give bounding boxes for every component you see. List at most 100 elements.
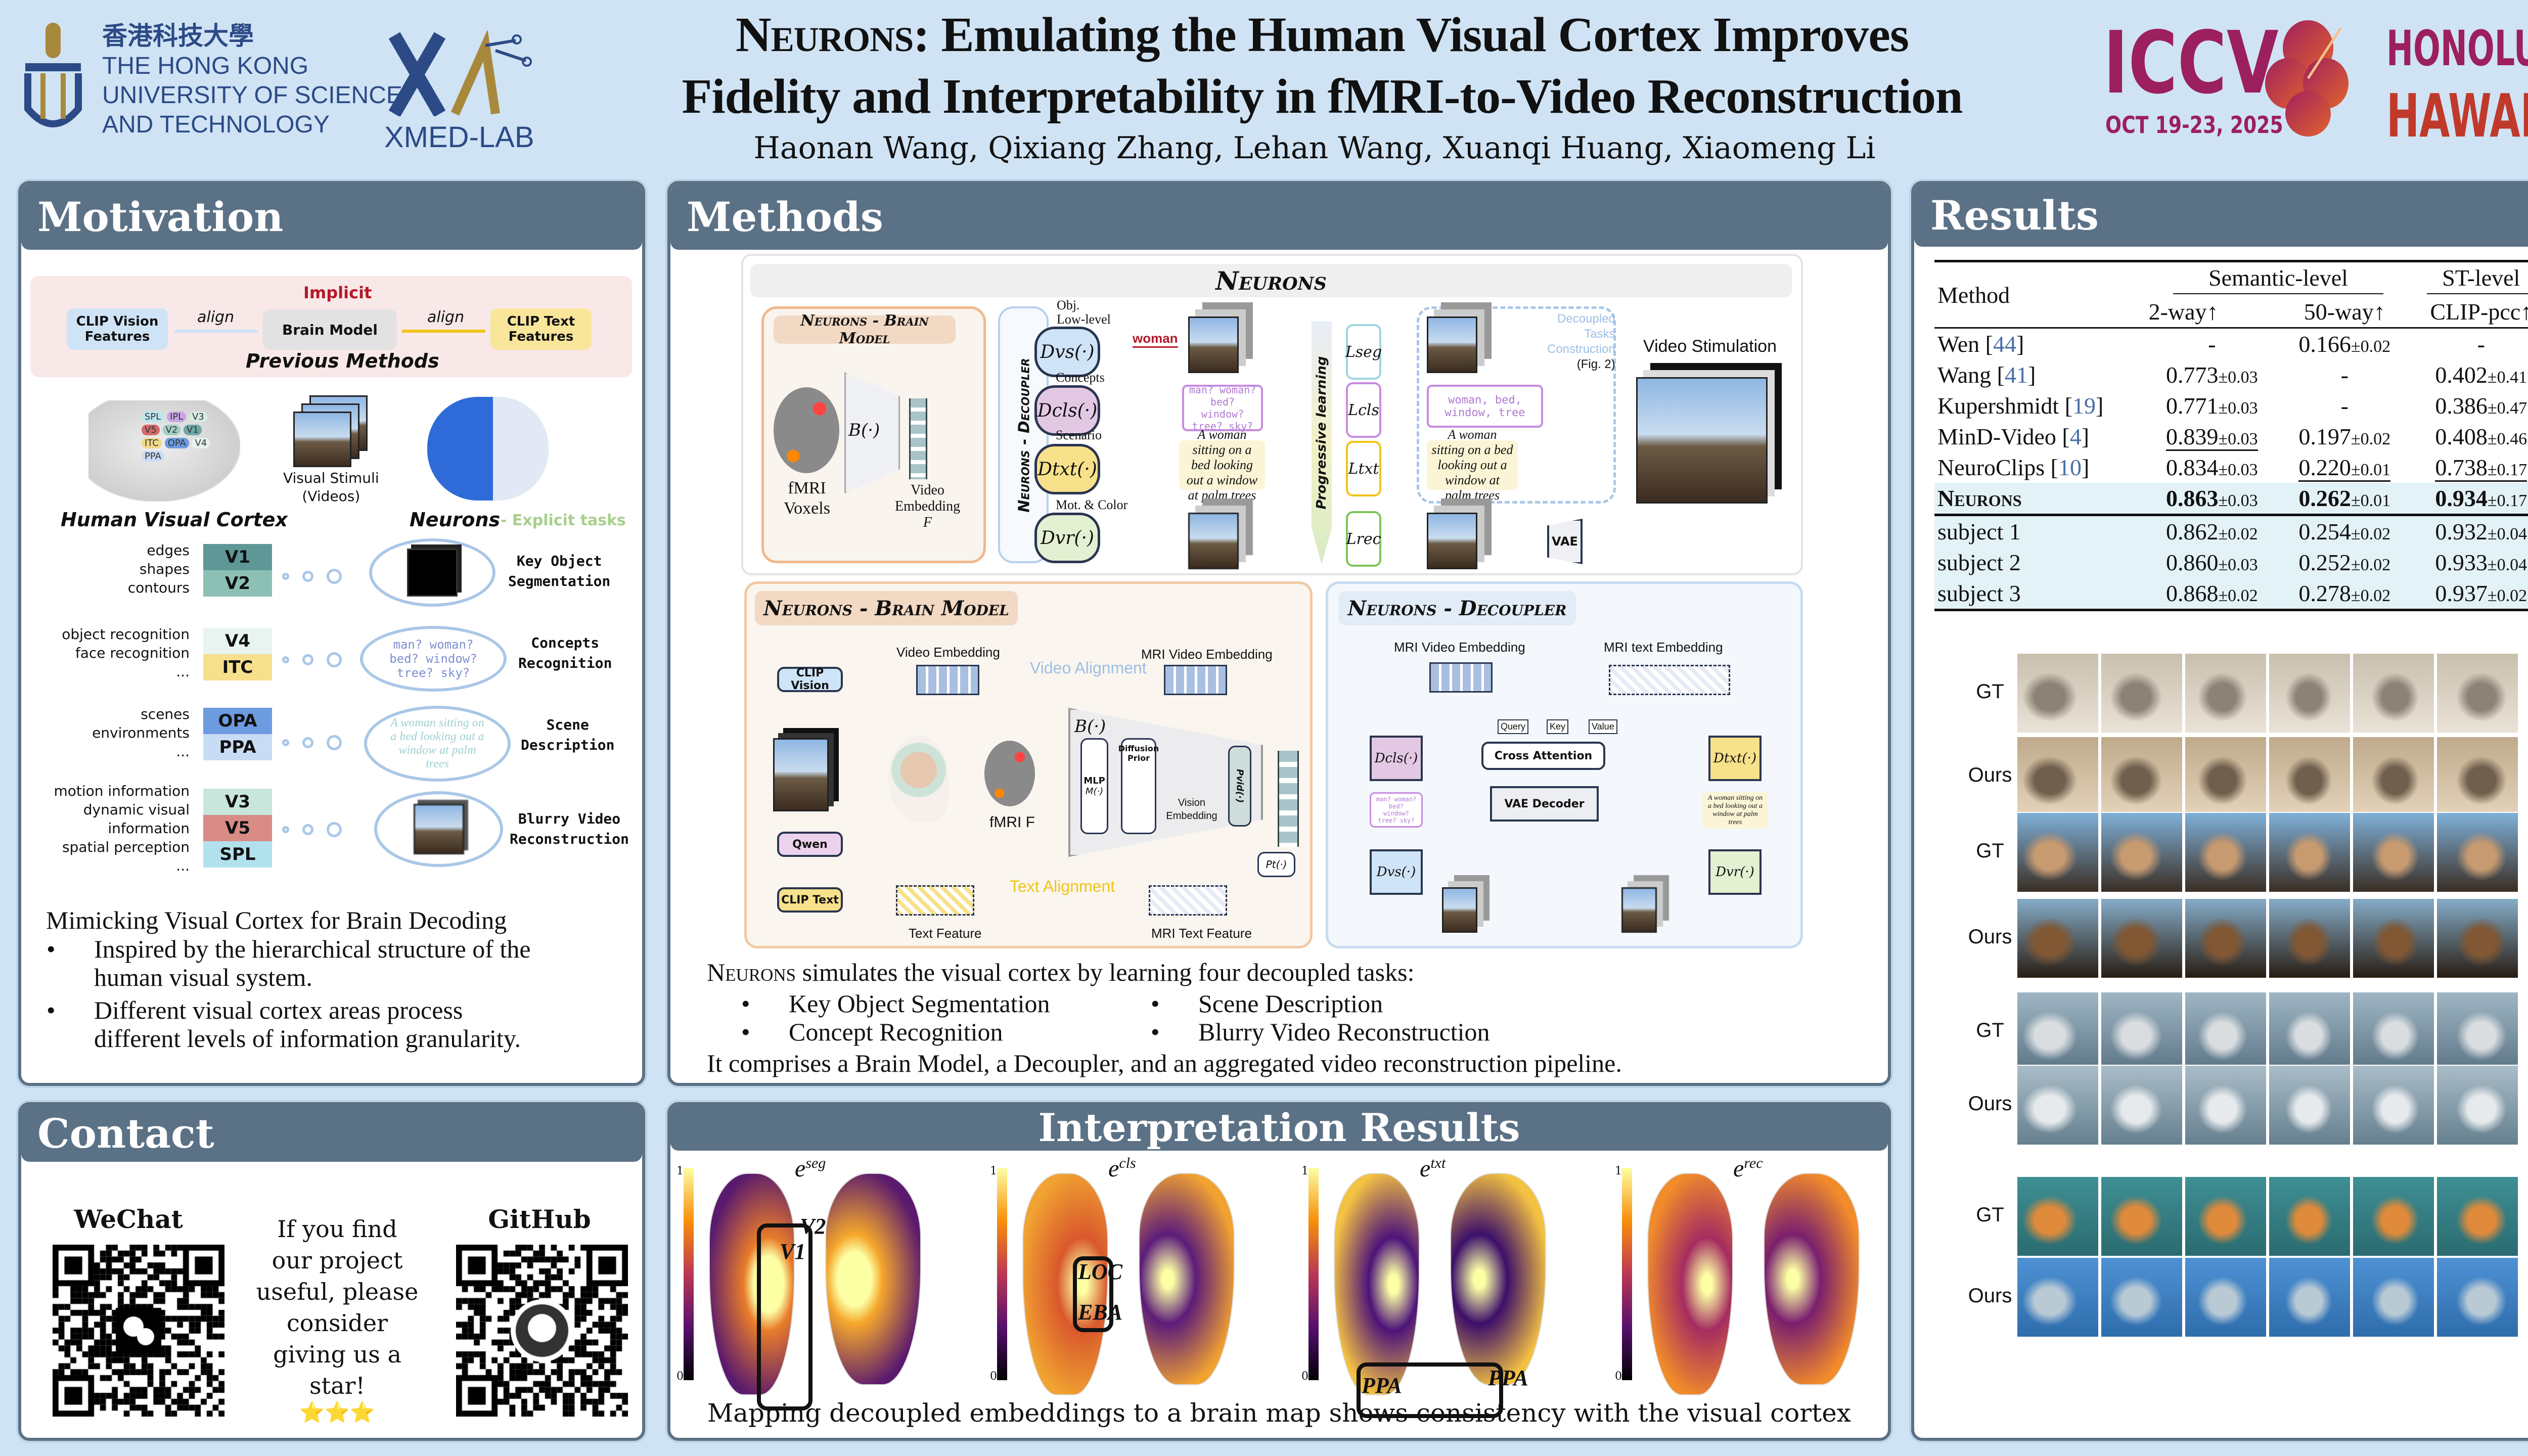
ground-truth-frame [2184,1176,2267,1257]
results-panel: Results Method Semantic-level ST-level 2… [1911,181,2528,1441]
hkust-line: THE HONG KONG [102,53,309,79]
region-tag: V5 [142,425,160,435]
star-message: If you find our project useful, please c… [229,1213,446,1424]
authors: Haonan Wang, Qixiang Zhang, Lehan Wang, … [753,130,1876,166]
github-qr-code[interactable] [456,1245,628,1417]
function-item: ... [176,663,190,680]
hibiscus-icon [2265,20,2349,136]
gallery-row-label: Ours [1968,1093,2012,1115]
reconstructed-frame [2016,736,2099,817]
function-item: motion information [54,783,190,799]
neurons-brain-icon [427,397,493,500]
function-item: information [108,820,190,837]
fmri-text: fMRI [788,479,826,497]
metric-value: 0.402 [2435,362,2488,388]
wechat-qr-code[interactable] [53,1245,224,1417]
reconstructed-frame [2016,898,2099,979]
label-line: Obj. [1057,298,1080,312]
citation-link[interactable]: 19 [2072,393,2096,419]
method-cell: Neurons [1934,483,2146,515]
woman-tag: woman [1133,331,1178,348]
embedding-label: etxt [1420,1155,1446,1182]
reconstructed-frame [2016,1257,2099,1338]
head-illustration [888,736,949,822]
metric-cell: 0.834±0.03 [2146,452,2278,483]
task-key-object-segmentation: Key Object Segmentation [508,551,610,592]
citation-link[interactable]: 44 [1993,331,2016,357]
region-annotation: V1 [780,1239,806,1264]
cloud-segmentation [369,538,495,607]
metric-cell: 0.862±0.02 [2146,515,2278,548]
right-hemisphere [825,1173,921,1385]
metric-cell: 0.860±0.03 [2146,547,2278,578]
task-label: Key Object [516,553,602,569]
function-list: object recognition face recognition ... [62,625,190,681]
metric-value-wrap: 0.197±0.02 [2298,424,2390,449]
decoupled-tasks-box [1417,306,1616,504]
video-embedding-label: Video Embedding [896,645,1000,660]
thought-dots [282,652,342,667]
region-v2: V2 [203,570,272,597]
embedding-label: ecls [1108,1155,1136,1182]
metric-value: 0.252 [2298,550,2351,575]
metric-std: ±0.03 [2218,430,2258,448]
citation-link[interactable]: 10 [2058,454,2082,480]
metric-std: ±0.02 [2351,337,2391,356]
embedding-symbol: e [1108,1155,1119,1182]
group-header: Semantic-level [2173,264,2383,294]
citation-link[interactable]: 4 [2069,424,2082,449]
neurons-label: Neurons [410,509,501,531]
metric-value: 0.408 [2435,424,2488,449]
metric-value: 0.254 [2298,519,2351,544]
citation-link[interactable]: 41 [2004,362,2028,388]
region-v5: V5 [203,815,272,841]
metric-value-wrap: 0.402±0.41 [2435,362,2527,388]
metric-value: 0.166 [2298,331,2351,357]
method-name: Neurons [1937,485,2022,511]
task-blurry-video-reconstruction: Blurry Video Reconstruction [510,809,629,849]
module-dvr: Dvr(·) [1034,513,1100,563]
metric-cell: 0.863±0.03 [2146,483,2278,515]
decoupler-bar-label: Neurons - Decoupler [1015,358,1033,513]
pvid-projector: Pvid(·) [1228,746,1251,827]
metric-value: 0.278 [2298,580,2351,606]
method-cell: NeuroClips [10] [1937,454,2090,480]
fmri-brain-icon [984,741,1035,806]
label-line: Construction [1547,342,1615,356]
align-left-label: align [197,308,235,326]
metric-cell: - [2278,359,2411,390]
reconstructed-frame [2268,1065,2351,1146]
col-50way: 50-way↑ [2304,299,2385,325]
ground-truth-frame [2016,653,2099,734]
bullet-line: Different visual cortex areas process [94,996,463,1024]
brain-model-block-title: Neurons - Brain Model [774,312,956,347]
region-tag: V4 [192,438,210,448]
motivation-diagram: Implicit CLIP Vision Features align Brai… [20,268,642,895]
metric-std: ±0.41 [2487,368,2527,387]
region-itc: ITC [203,654,272,680]
reconstructed-frame [2100,898,2183,979]
bullet-line: Inspired by the hierarchical structure o… [94,935,531,963]
reconstructed-frame [2184,1257,2267,1338]
colorbar-min-label: 0 [1615,1370,1622,1383]
function-item: spatial perception [62,839,190,855]
metric-value: 0.863 [2165,485,2219,511]
reconstructed-frame [2436,1065,2519,1146]
ground-truth-frame [2436,991,2519,1072]
gt-segmentation-frames [1427,316,1477,373]
reconstructed-frame [2100,736,2183,817]
module-dcls: Dcls(·) [1034,385,1100,436]
embedding-symbol: e [795,1155,806,1182]
method-name: subject 3 [1937,580,2021,606]
reconstructed-frame [2184,736,2267,817]
region-opa: OPA [203,708,272,734]
metric-std: ±0.17 [2487,461,2527,479]
hkust-emblem-icon [24,23,82,127]
function-item: environments [92,724,190,741]
iccv-city: HONOLULU [2386,20,2528,77]
label-line: F [923,515,932,530]
row-label-scenario: Scenario [1056,428,1102,442]
reconstructed-frame [2436,898,2519,979]
method-cell: subject 1 [1934,515,2146,548]
